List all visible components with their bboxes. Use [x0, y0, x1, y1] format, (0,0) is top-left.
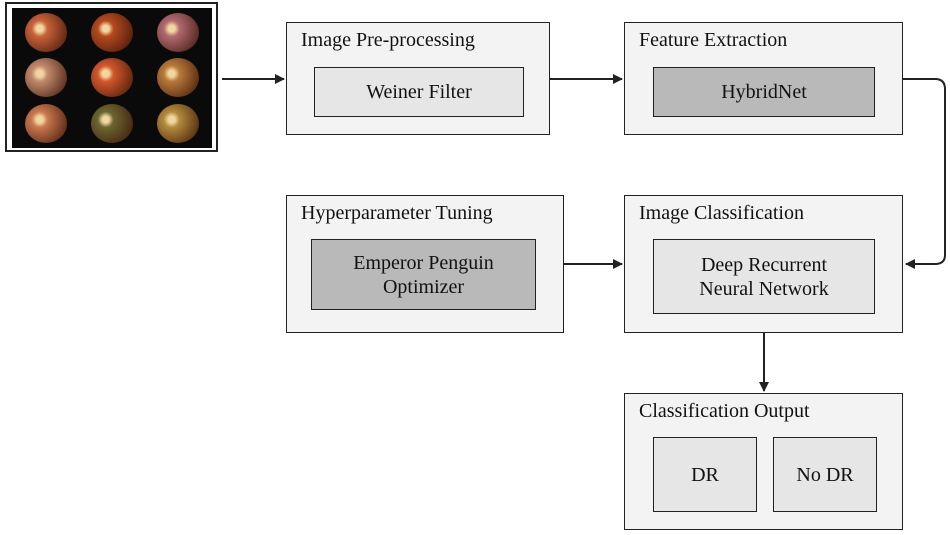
epo-label-line2: Optimizer — [382, 275, 465, 298]
feature-extraction-box: Feature Extraction HybridNet — [624, 22, 903, 135]
fundus-thumbnail — [90, 104, 133, 144]
weiner-filter-box: Weiner Filter — [314, 67, 524, 117]
fundus-thumbnail — [90, 58, 133, 98]
classification-output-title: Classification Output — [639, 400, 810, 422]
no-dr-class-label: No DR — [796, 463, 854, 486]
dr-class-box: DR — [653, 437, 757, 512]
emperor-penguin-optimizer-box: Emperor Penguin Optimizer — [311, 239, 536, 310]
fundus-thumbnail — [156, 104, 199, 144]
hybridnet-label: HybridNet — [721, 81, 807, 103]
fundus-thumbnail — [25, 104, 68, 144]
hyperparameter-tuning-title: Hyperparameter Tuning — [301, 202, 493, 224]
image-classification-title: Image Classification — [639, 202, 804, 224]
drnn-label-line2: Neural Network — [699, 277, 829, 300]
image-classification-box: Image Classification Deep Recurrent Neur… — [624, 195, 903, 333]
fundus-thumbnail — [156, 12, 199, 52]
fundus-thumbnail — [25, 12, 68, 52]
arrow-feature-extraction-to-classification — [903, 78, 946, 269]
no-dr-class-box: No DR — [773, 437, 877, 512]
fundus-image-panel — [5, 2, 218, 152]
feature-extraction-title: Feature Extraction — [639, 29, 788, 51]
hybridnet-box: HybridNet — [653, 67, 875, 117]
hyperparameter-tuning-box: Hyperparameter Tuning Emperor Penguin Op… — [286, 195, 564, 333]
drnn-box: Deep Recurrent Neural Network — [653, 239, 875, 314]
fundus-thumbnail — [156, 58, 199, 98]
drnn-label-line1: Deep Recurrent — [700, 253, 828, 276]
fundus-image-grid — [12, 8, 212, 148]
classification-output-box: Classification Output DR No DR — [624, 393, 903, 530]
fundus-thumbnail — [25, 58, 68, 98]
weiner-filter-label: Weiner Filter — [366, 81, 472, 103]
dr-class-label: DR — [691, 463, 719, 486]
preprocessing-title: Image Pre-processing — [301, 29, 475, 51]
epo-label-line1: Emperor Penguin — [353, 251, 494, 274]
preprocessing-box: Image Pre-processing Weiner Filter — [286, 22, 550, 135]
fundus-thumbnail — [90, 12, 133, 52]
